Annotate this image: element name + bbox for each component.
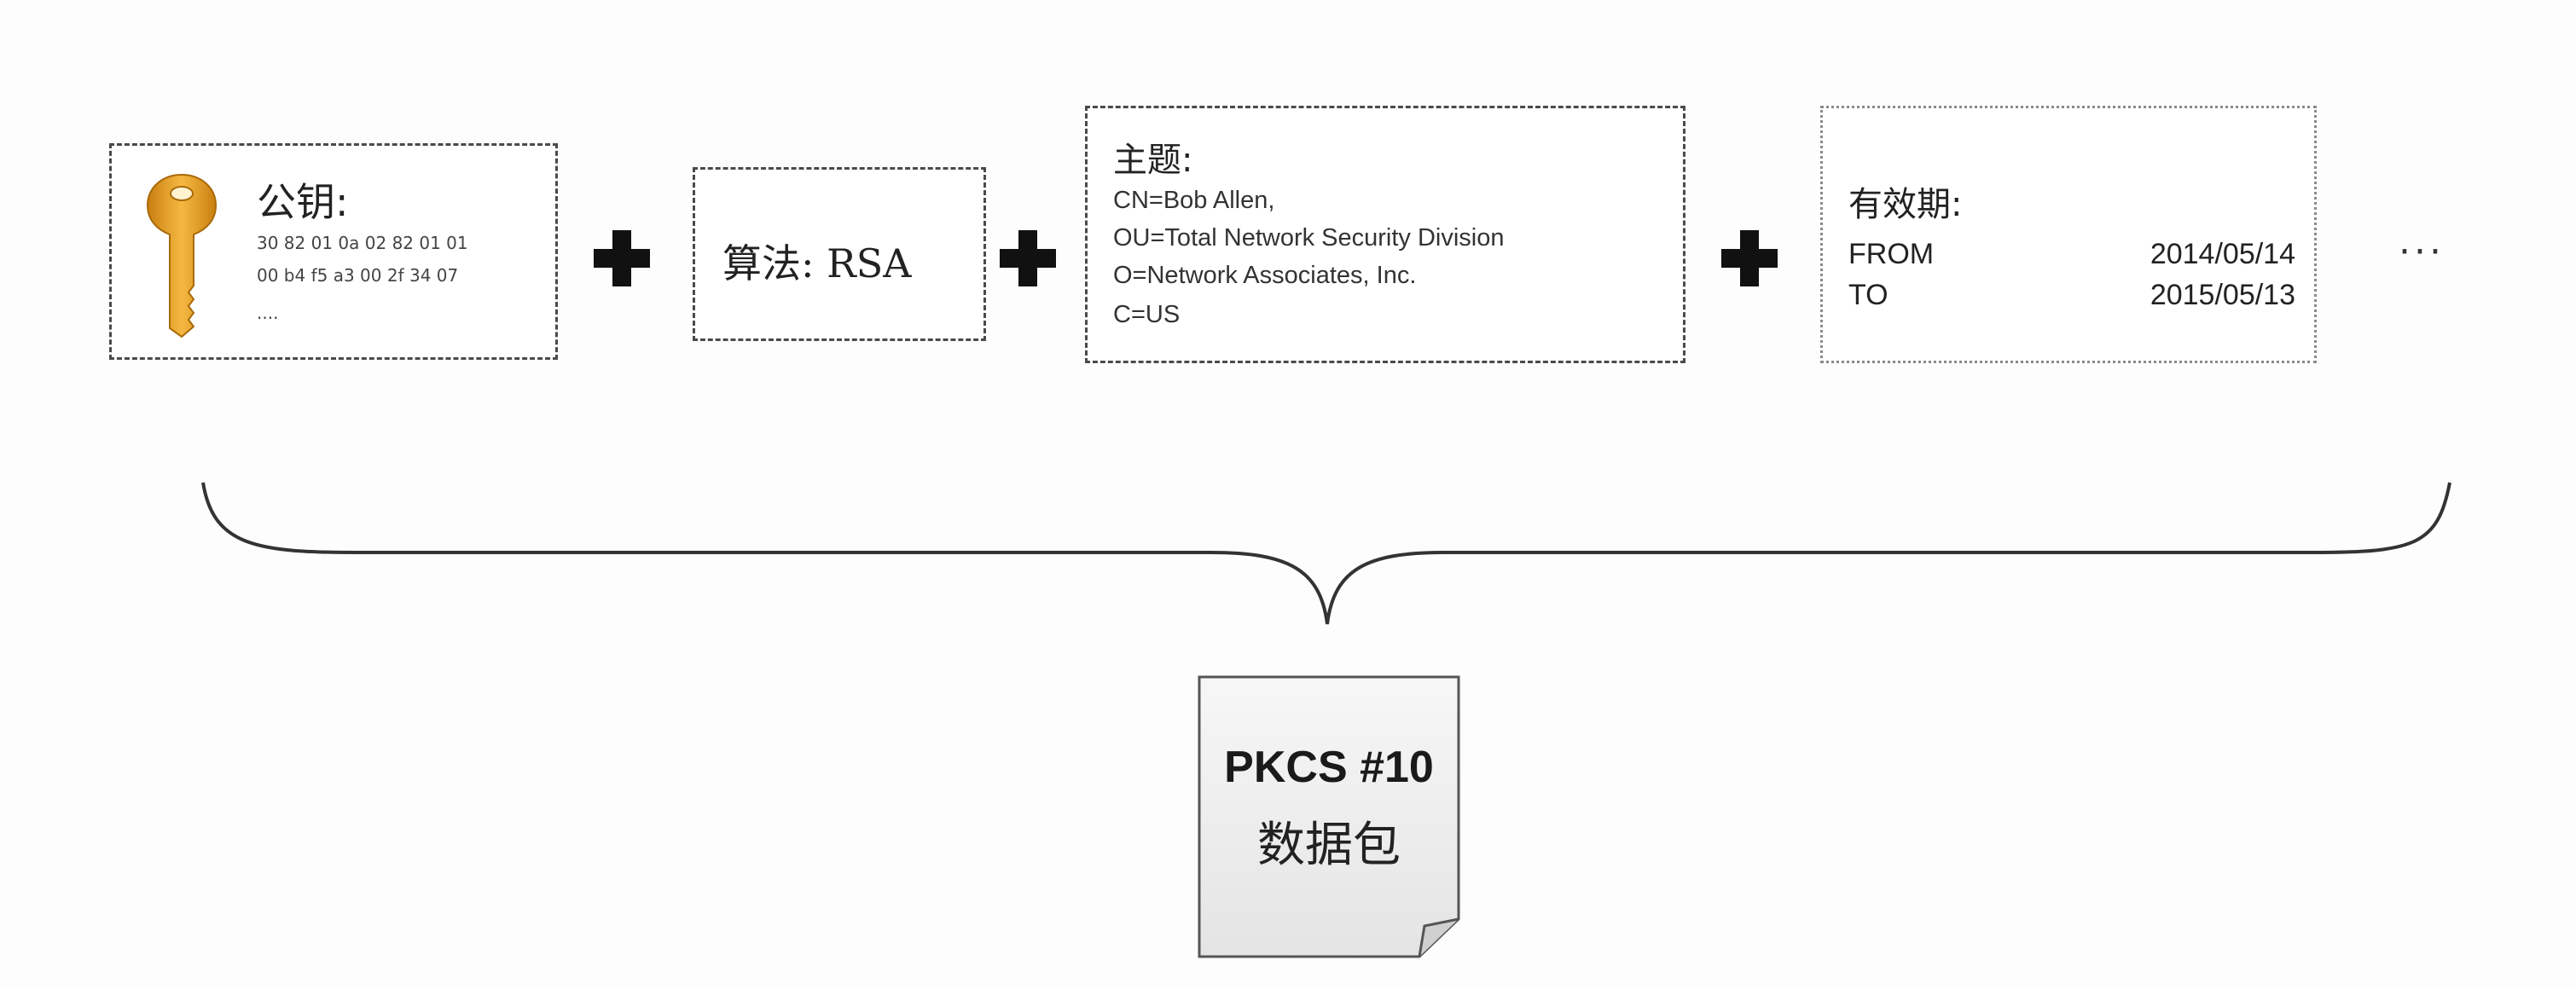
algorithm-label: 算法: RSA (722, 240, 912, 286)
public-key-hex-line: 00 b4 f5 a3 00 2f 34 07 (257, 265, 459, 286)
validity-title: 有效期: (1848, 185, 1963, 224)
algorithm-box: 算法: RSA (693, 167, 986, 341)
public-key-hex-ellipsis: .... (257, 303, 279, 323)
validity-box: 有效期: FROM 2014/05/14 TO 2015/05/13 (1820, 106, 2317, 363)
subject-box: 主题: CN=Bob Allen, OU=Total Network Secur… (1085, 106, 1685, 363)
subject-o: O=Network Associates, Inc. (1113, 262, 1417, 289)
validity-from-date: 2014/05/14 (2150, 238, 2295, 270)
validity-from-label: FROM (1848, 238, 1935, 270)
validity-to-label: TO (1848, 279, 1888, 311)
pkcs10-label: PKCS #10 (1224, 743, 1434, 792)
subject-c: C=US (1113, 301, 1181, 328)
key-icon (146, 173, 218, 338)
public-key-title: 公钥: (257, 179, 349, 225)
subject-cn: CN=Bob Allen, (1113, 187, 1275, 214)
public-key-hex-line: 30 82 01 0a 02 82 01 01 (257, 233, 468, 253)
validity-to-date: 2015/05/13 (2150, 279, 2295, 311)
plus-icon (1000, 230, 1056, 286)
public-key-box: 公钥: 30 82 01 0a 02 82 01 01 00 b4 f5 a3 … (109, 143, 558, 360)
subject-title: 主题: (1113, 141, 1193, 180)
document-icon (1198, 675, 1460, 958)
subject-ou: OU=Total Network Security Division (1113, 224, 1505, 252)
more-ellipsis: ··· (2399, 230, 2445, 274)
plus-icon (594, 230, 650, 286)
plus-icon (1721, 230, 1778, 286)
data-packet-label: 数据包 (1257, 818, 1401, 873)
